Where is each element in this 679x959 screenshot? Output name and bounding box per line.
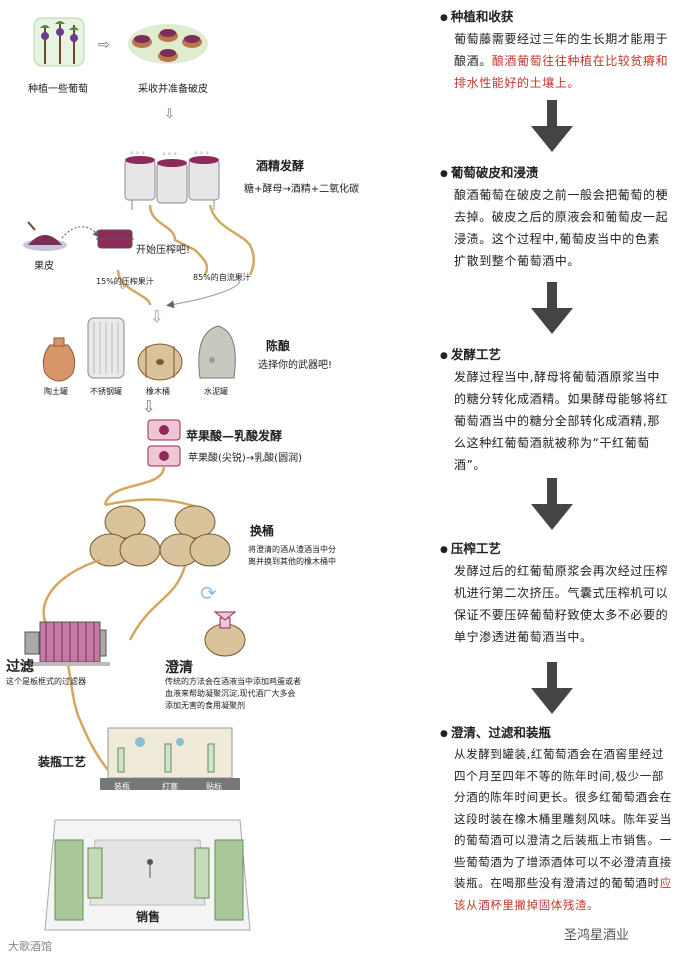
juice-pipe bbox=[148, 204, 209, 276]
arrow-down-icon: ⇩ bbox=[142, 397, 155, 416]
step-body: 酿酒葡萄在破皮之前一般会把葡萄的梗去掉。破皮之后的原液会和葡萄皮一起浸渍。这个过… bbox=[454, 188, 669, 268]
step-crushing-maceration: 葡萄破皮和浸渍 酿酒葡萄在破皮之前一般会把葡萄的梗去掉。破皮之后的原液会和葡萄皮… bbox=[440, 164, 672, 272]
bottling-step-fill: 装瓶 bbox=[114, 782, 130, 791]
racking-desc-2: 离并换到其他的橡木桶中 bbox=[248, 557, 336, 566]
bottling-title: 装瓶工艺 bbox=[38, 755, 87, 769]
sale-label: 销售 bbox=[136, 910, 161, 924]
flow-arrow-icon bbox=[531, 478, 573, 530]
aging-subtitle: 选择你的武器吧! bbox=[258, 360, 333, 371]
free-juice-label: 85%的自流果汁 bbox=[193, 273, 251, 282]
press-start-label: 开始压榨吧! bbox=[136, 245, 191, 256]
pomace-pile-icon bbox=[23, 221, 67, 251]
filter-title: 过滤 bbox=[6, 659, 34, 675]
flow-arrow-icon bbox=[531, 282, 573, 334]
fining-title: 澄清 bbox=[165, 660, 193, 676]
bottling-step-cork: 打塞 bbox=[162, 782, 178, 791]
step-fining-filtering-bottling: 澄清、过滤和装瓶 从发酵到罐装,红葡萄酒会在酒窖里经过四个月至四年不等的陈年时间… bbox=[440, 724, 672, 916]
step-title: 葡萄破皮和浸渍 bbox=[440, 164, 672, 184]
bottling-line-icon bbox=[100, 727, 240, 790]
step-body: 发酵过后的红葡萄原浆会再次经过压榨机进行第二次挤压。气囊式压榨机可以保证不要压碎… bbox=[454, 564, 669, 644]
svg-text:° ° °: ° ° ° bbox=[162, 152, 177, 160]
fining-desc-3: 添加无害的食用凝聚剂 bbox=[165, 701, 245, 710]
racking-desc-1: 将澄清的酒从渣酒当中分 bbox=[248, 545, 336, 554]
step-highlight: 酿酒葡萄往往种植在比较贫瘠和排水性能好的土壤上。 bbox=[454, 54, 669, 90]
filter-desc: 这个是板框式的过滤器 bbox=[6, 677, 86, 686]
step-pressing: 压榨工艺 发酵过后的红葡萄原浆会再次经过压榨机进行第二次挤压。气囊式压榨机可以保… bbox=[440, 540, 672, 648]
oak-barrel-icon bbox=[137, 343, 183, 381]
svg-text:° ° °: ° ° ° bbox=[130, 151, 145, 159]
flow-arrow-icon bbox=[531, 662, 573, 714]
step-body: 发酵过程当中,酵母将葡萄酒原浆当中的糖分转化成酒精。如果酵母能够将红葡萄酒当中的… bbox=[454, 370, 669, 472]
arrow-right-icon: ⇨ bbox=[98, 37, 110, 53]
grape-press-icon bbox=[96, 229, 134, 249]
flow-arrow-icon bbox=[531, 100, 573, 152]
step-title: 种植和收获 bbox=[440, 8, 672, 28]
watermark-right: 圣鸿星酒业 bbox=[560, 924, 634, 943]
arrow-down-icon: ⇩ bbox=[164, 107, 175, 122]
vessel-label-amphora: 陶土罐 bbox=[44, 387, 68, 396]
steel-tank-icon bbox=[87, 317, 125, 379]
grape-baskets-icon bbox=[128, 24, 208, 64]
juice-pipe bbox=[208, 204, 255, 276]
step-body: 葡萄藤需要经过三年的生长期才能用于酿酒。酿酒葡萄往往种植在比较贫瘠和排水性能好的… bbox=[454, 32, 669, 90]
fining-barrel-icon bbox=[204, 611, 246, 657]
arrow-down-icon: ⇩ bbox=[150, 307, 163, 326]
pomace-label: 果皮 bbox=[34, 261, 54, 272]
mlf-formula: 苹果酸(尖锐)→乳酸(圆润) bbox=[188, 453, 302, 464]
step-highlight: 应该从酒杯里撇掉固体残渣。 bbox=[454, 876, 672, 912]
step-title: 压榨工艺 bbox=[440, 540, 672, 560]
step-title: 发酵工艺 bbox=[440, 346, 672, 366]
mlf-title: 苹果酸—乳酸发酵 bbox=[186, 429, 283, 443]
step-fermentation: 发酵工艺 发酵过程当中,酵母将葡萄酒原浆当中的糖分转化成酒精。如果酵母能够将红葡… bbox=[440, 346, 672, 476]
harvest-label: 采收并准备破皮 bbox=[138, 84, 208, 95]
transfer-pipe bbox=[103, 465, 166, 506]
racking-barrels-icon bbox=[89, 505, 231, 567]
cycle-arrows-icon: ⟳ bbox=[200, 581, 217, 605]
concrete-egg-icon bbox=[198, 325, 236, 379]
svg-text:° ° °: ° ° ° bbox=[194, 151, 209, 159]
ferment-formula: 糖+酵母→酒精+二氧化碳 bbox=[244, 184, 360, 195]
plant-label: 种植一些葡萄 bbox=[28, 84, 88, 95]
aging-title: 陈酿 bbox=[266, 339, 291, 353]
vessel-label-barrel: 橡木桶 bbox=[146, 387, 170, 396]
watermark-left: 大歌酒馆 bbox=[8, 940, 52, 953]
racking-title: 换桶 bbox=[250, 524, 275, 538]
amphora-icon bbox=[42, 337, 76, 382]
vessel-label-steel: 不锈钢罐 bbox=[90, 387, 122, 396]
fermentation-tanks-icon: ° ° ° ° ° ° ° ° ° bbox=[124, 151, 220, 210]
step-title: 澄清、过滤和装瓶 bbox=[440, 724, 672, 744]
vessel-label-concrete: 水泥罐 bbox=[204, 387, 228, 396]
mlf-tanks-icon bbox=[147, 419, 181, 467]
wine-cellar-icon bbox=[44, 819, 251, 931]
ferment-title: 酒精发酵 bbox=[256, 159, 305, 173]
plate-filter-icon bbox=[20, 621, 110, 666]
step-body: 从发酵到罐装,红葡萄酒会在酒窖里经过四个月至四年不等的陈年时间,极少一部分酒的陈… bbox=[454, 747, 672, 912]
vine-plant-icon bbox=[33, 17, 85, 67]
fining-desc-2: 血液来帮助凝聚沉淀,现代酒厂大多会 bbox=[165, 689, 296, 698]
fining-desc-1: 传统的方法会在酒液当中添加鸡蛋或者 bbox=[165, 677, 301, 686]
winemaking-illustration: ⇨ ⇩ ° ° ° ° ° ° ° ° ° bbox=[20, 17, 255, 931]
press-juice-label: 15%的压榨果汁 bbox=[96, 277, 154, 286]
bottling-step-label: 贴标 bbox=[206, 782, 222, 791]
arrow-down-icon: ⇩ bbox=[118, 279, 127, 292]
step-planting-harvest: 种植和收获 葡萄藤需要经过三年的生长期才能用于酿酒。酿酒葡萄往往种植在比较贫瘠和… bbox=[440, 8, 672, 94]
